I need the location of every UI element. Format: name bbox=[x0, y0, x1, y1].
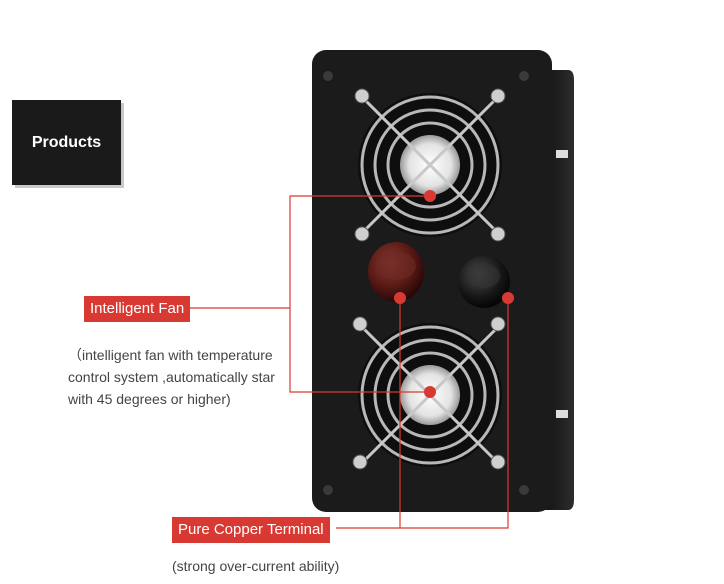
callout-dots bbox=[394, 190, 514, 398]
corner-screws bbox=[323, 71, 529, 495]
intelligent-fan-description: （intelligent fan with temperature contro… bbox=[68, 344, 298, 410]
products-badge: Products bbox=[12, 100, 121, 185]
top-fan bbox=[354, 88, 506, 242]
fan-description-line: with 45 degrees or higher) bbox=[68, 391, 231, 407]
fan-description-line: （intelligent fan with temperature bbox=[68, 347, 273, 363]
black-terminal-knob bbox=[458, 256, 510, 308]
products-label: Products bbox=[31, 133, 102, 151]
red-terminal-knob bbox=[368, 242, 424, 302]
terminal-description: (strong over-current ability) bbox=[172, 558, 340, 574]
terminal-callout-lines bbox=[336, 298, 509, 529]
pure-copper-terminal-label: Pure Copper Terminal bbox=[172, 517, 330, 543]
intelligent-fan-label: Intelligent Fan bbox=[84, 296, 191, 322]
fan-callout-lines bbox=[190, 195, 430, 393]
fan-description-line: control system ,automatically star bbox=[68, 369, 275, 385]
